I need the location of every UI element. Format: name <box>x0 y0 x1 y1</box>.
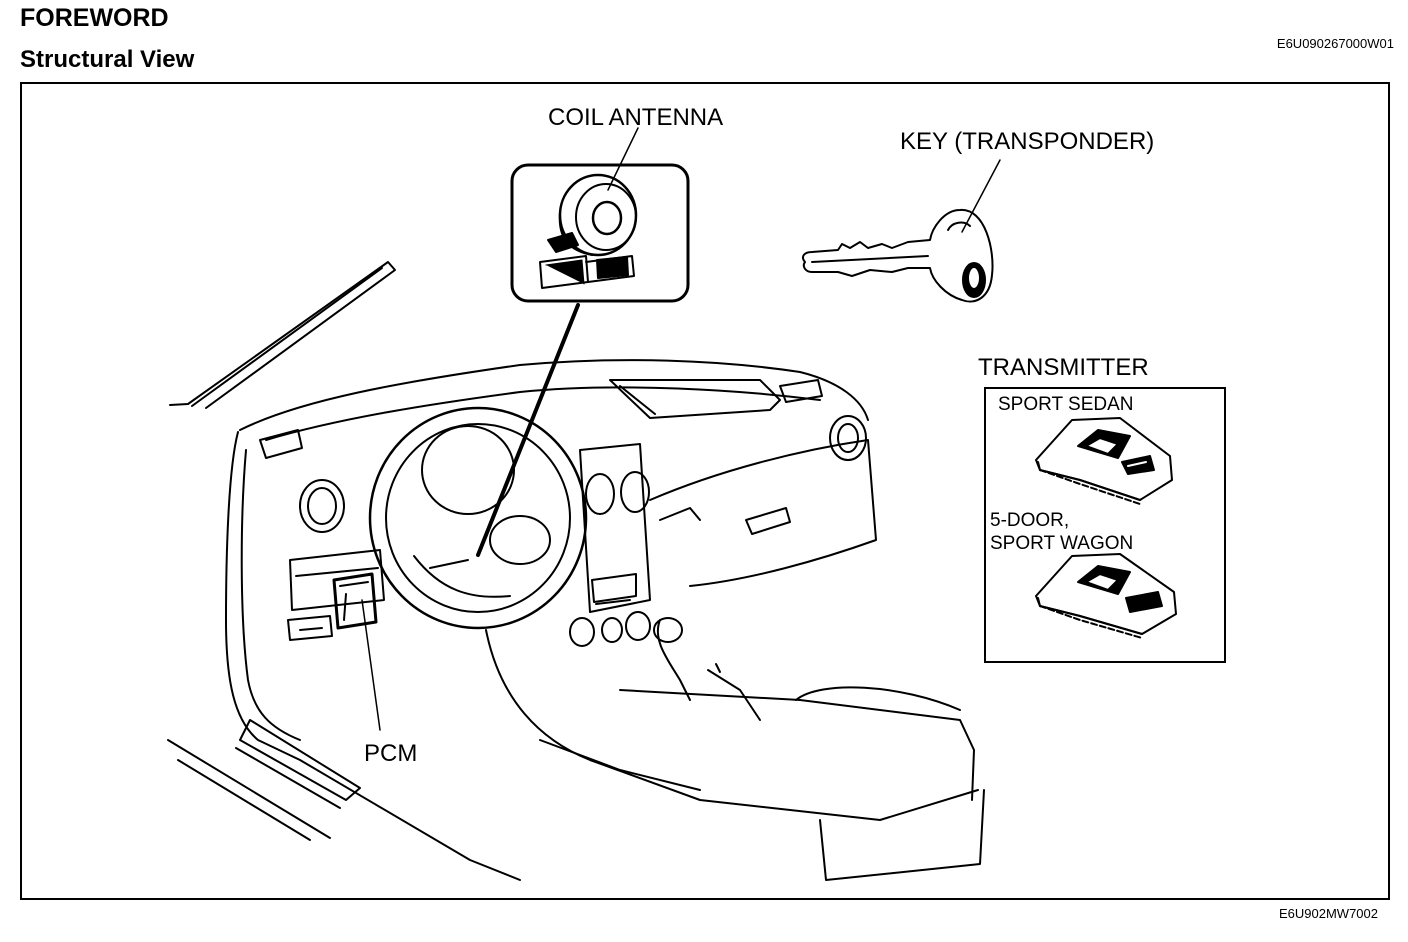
section-subtitle: Structural View <box>20 46 195 73</box>
figure-code: E6U902MW7002 <box>1279 906 1378 921</box>
coil-antenna-label: COIL ANTENNA <box>548 104 724 131</box>
coil-antenna-leader <box>476 303 580 557</box>
coil-antenna-inset <box>510 163 690 303</box>
page-title: FOREWORD <box>20 4 169 32</box>
transmitter-sport-sedan <box>1035 417 1173 505</box>
transmitter-box <box>984 387 1226 663</box>
key-illustration <box>802 208 994 303</box>
document-code: E6U090267000W01 <box>1276 36 1394 51</box>
car-interior <box>167 261 985 881</box>
transmitter-label: TRANSMITTER <box>978 354 1149 381</box>
figure-frame <box>20 82 1390 900</box>
five-door-label: 5-DOOR, <box>990 510 1070 531</box>
pcm-label: PCM <box>364 740 418 767</box>
key-transponder-label: KEY (TRANSPONDER) <box>900 128 1155 155</box>
sport-sedan-label: SPORT SEDAN <box>998 394 1134 415</box>
transmitter-5-door <box>1035 553 1177 639</box>
sport-wagon-label: SPORT WAGON <box>990 533 1134 554</box>
